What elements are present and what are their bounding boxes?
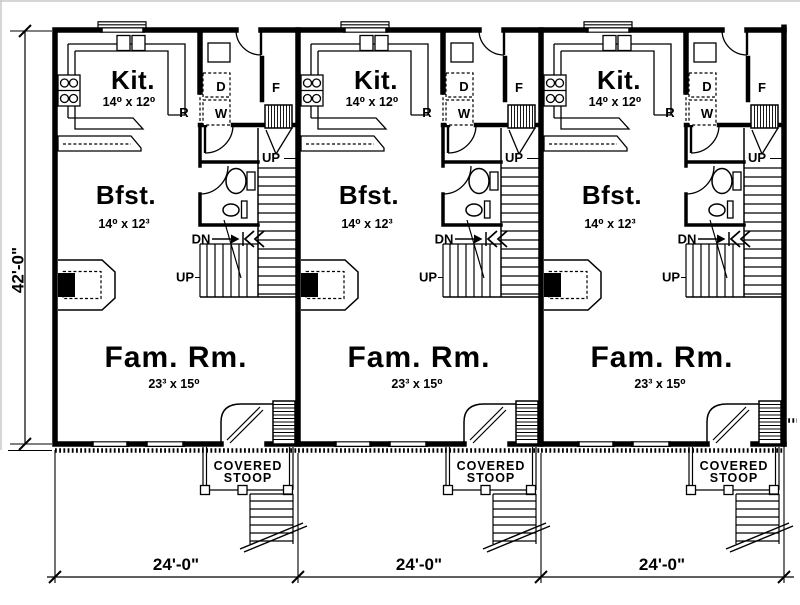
washer-label: W (458, 106, 471, 121)
furnace-label: F (758, 80, 766, 95)
unit2-width-label: 24'-0" (396, 555, 442, 574)
dimension-lines: 42'-0" 24'-0" 24'-0" 24'-0" (8, 24, 794, 584)
dryer-label: D (702, 79, 711, 94)
stairs-up-label: UP (262, 150, 280, 165)
stoop-label-line2: STOOP (710, 471, 759, 485)
stairs-up2-label: UP (419, 270, 437, 285)
breakfast-label: Bfst. (96, 180, 156, 210)
family-room-label: Fam. Rm. (347, 341, 490, 374)
kitchen-label: Kit. (597, 65, 641, 95)
family-room-dims: 23³ x 15⁰ (148, 377, 199, 391)
stoop-label-line1: COVERED (700, 459, 769, 473)
stairs-up2-label: UP (176, 270, 194, 285)
depth-dimension-line: 42'-0" (9, 24, 52, 451)
family-room-dims: 23³ x 15⁰ (634, 377, 685, 391)
stoop-label-line2: STOOP (467, 471, 516, 485)
furnace-label: F (272, 80, 280, 95)
unit1-width-label: 24'-0" (153, 555, 199, 574)
stairs-down-label: DN (435, 232, 454, 247)
right-exterior-wall (781, 24, 797, 447)
breakfast-dims: 14⁰ x 12³ (584, 217, 635, 231)
stoop-label-line1: COVERED (457, 459, 526, 473)
dryer-label: D (216, 79, 225, 94)
breakfast-dims: 14⁰ x 12³ (341, 217, 392, 231)
refrigerator-label: R (179, 105, 189, 120)
stairs-up-label: UP (505, 150, 523, 165)
stoop-label-line2: STOOP (224, 471, 273, 485)
breakfast-dims: 14⁰ x 12³ (98, 217, 149, 231)
kitchen-label: Kit. (354, 65, 398, 95)
washer-label: W (215, 106, 228, 121)
refrigerator-label: R (422, 105, 432, 120)
kitchen-dims: 14⁰ x 12⁰ (589, 95, 642, 109)
stairs-up-label: UP (748, 150, 766, 165)
breakfast-label: Bfst. (582, 180, 642, 210)
washer-label: W (701, 106, 714, 121)
kitchen-dims: 14⁰ x 12⁰ (346, 95, 399, 109)
unit-1: Kit. 14⁰ x 12⁰ R D W F UP DN UP Bfst. 14… (55, 22, 307, 552)
depth-dimension-label: 42'-0" (9, 247, 28, 293)
dryer-label: D (459, 79, 468, 94)
width-dimension-line: 24'-0" 24'-0" 24'-0" (8, 446, 794, 584)
furnace-label: F (515, 80, 523, 95)
stairs-up2-label: UP (662, 270, 680, 285)
kitchen-label: Kit. (111, 65, 155, 95)
stairs-down-label: DN (192, 232, 211, 247)
breakfast-label: Bfst. (339, 180, 399, 210)
refrigerator-label: R (665, 105, 675, 120)
unit-3: Kit. 14⁰ x 12⁰ R D W F UP DN UP Bfst. 14… (541, 22, 793, 552)
stairs-down-label: DN (678, 232, 697, 247)
family-room-dims: 23³ x 15⁰ (391, 377, 442, 391)
kitchen-dims: 14⁰ x 12⁰ (103, 95, 156, 109)
stoop-label-line1: COVERED (214, 459, 283, 473)
family-room-label: Fam. Rm. (104, 341, 247, 374)
unit-2: Kit. 14⁰ x 12⁰ R D W F UP DN UP Bfst. 14… (298, 22, 550, 552)
unit3-width-label: 24'-0" (639, 555, 685, 574)
family-room-label: Fam. Rm. (590, 341, 733, 374)
